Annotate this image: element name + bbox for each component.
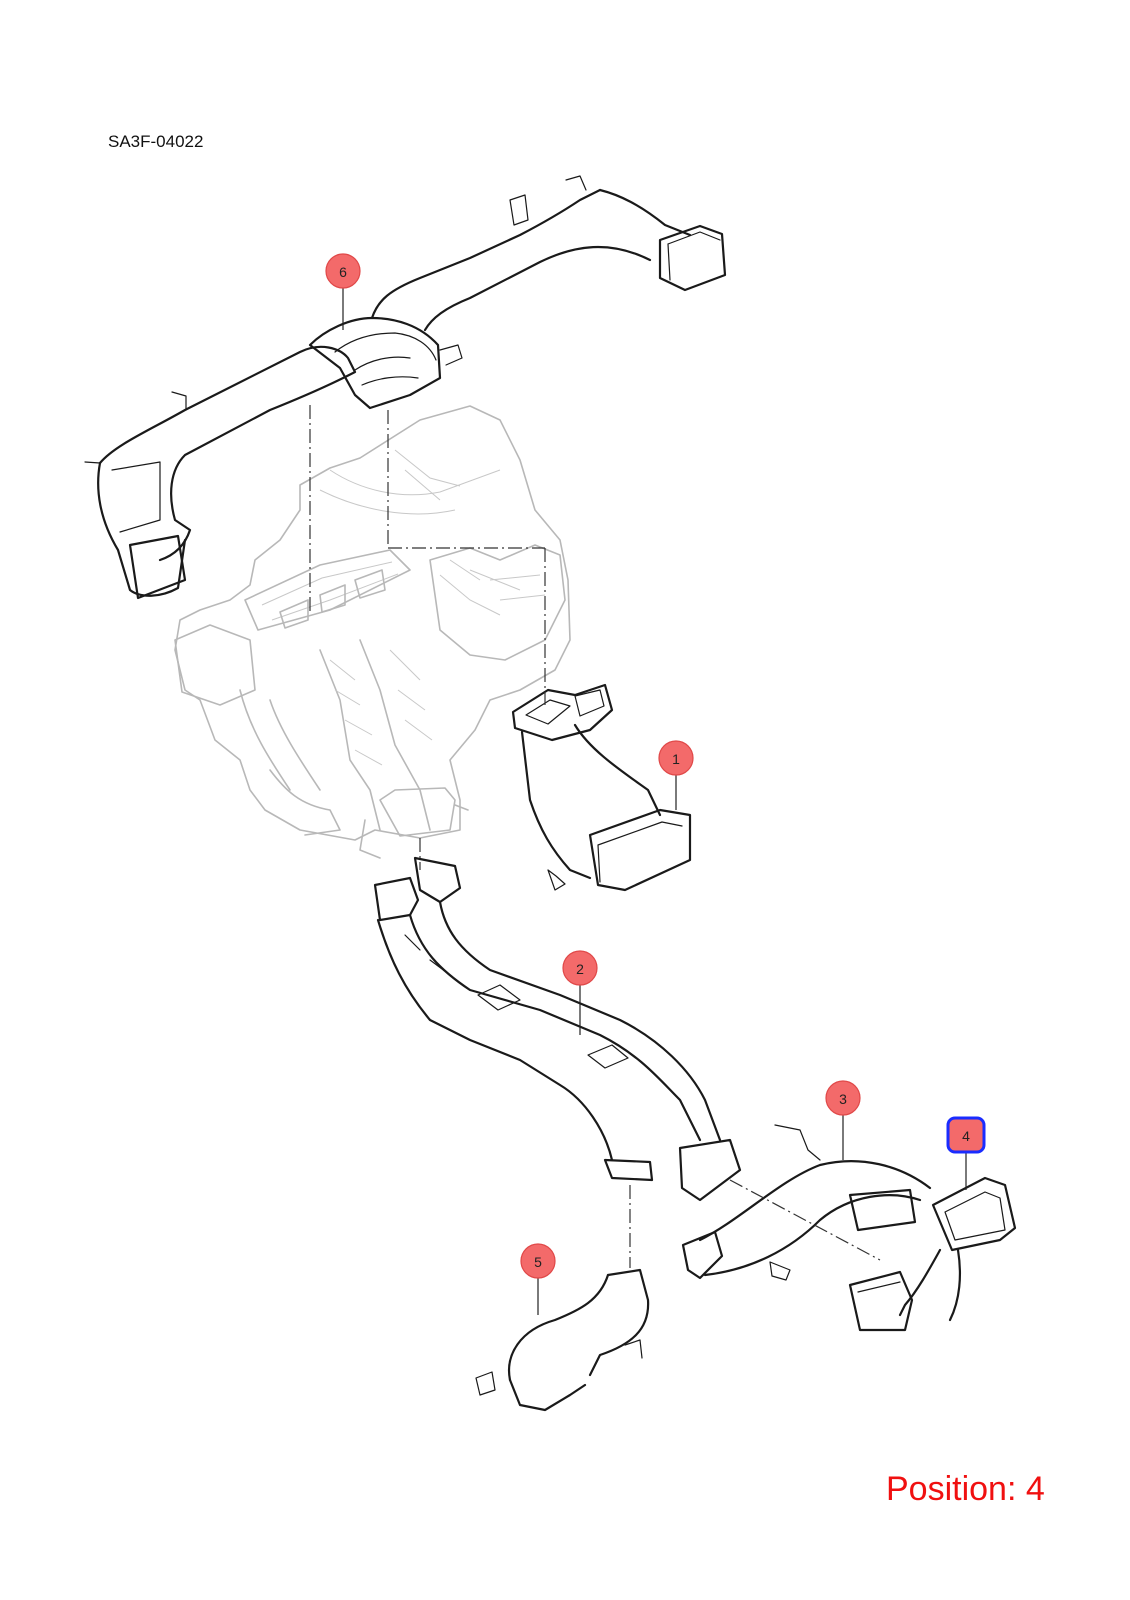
svg-text:5: 5: [534, 1254, 542, 1270]
hvac-unit: [174, 405, 571, 859]
callout-2[interactable]: 2: [562, 950, 598, 986]
svg-text:3: 3: [839, 1091, 847, 1107]
svg-text:6: 6: [339, 264, 347, 280]
svg-text:1: 1: [672, 751, 680, 767]
svg-text:2: 2: [576, 961, 584, 977]
callout-5[interactable]: 5: [520, 1243, 556, 1279]
rear-duct-left-5-part[interactable]: [475, 1268, 650, 1412]
assembly-lines: [309, 405, 881, 1268]
callout-6[interactable]: 6: [325, 253, 361, 289]
dash-duct-upper-part[interactable]: [84, 175, 727, 600]
callout-3[interactable]: 3: [825, 1080, 861, 1116]
floor-duct-center-2-part[interactable]: [373, 856, 742, 1202]
diagram-code: SA3F-04022: [108, 132, 204, 151]
callout-4-selected[interactable]: 4: [946, 1116, 986, 1154]
leader-lines: [342, 285, 967, 1315]
rear-duct-right-3-part[interactable]: [681, 1124, 932, 1281]
rear-vent-outlet-4-part[interactable]: [848, 1176, 1017, 1332]
rear-vent-duct-1-part[interactable]: [511, 683, 692, 892]
callout-1[interactable]: 1: [658, 740, 694, 776]
position-indicator: Position: 4: [886, 1470, 1045, 1508]
svg-text:4: 4: [962, 1128, 970, 1144]
